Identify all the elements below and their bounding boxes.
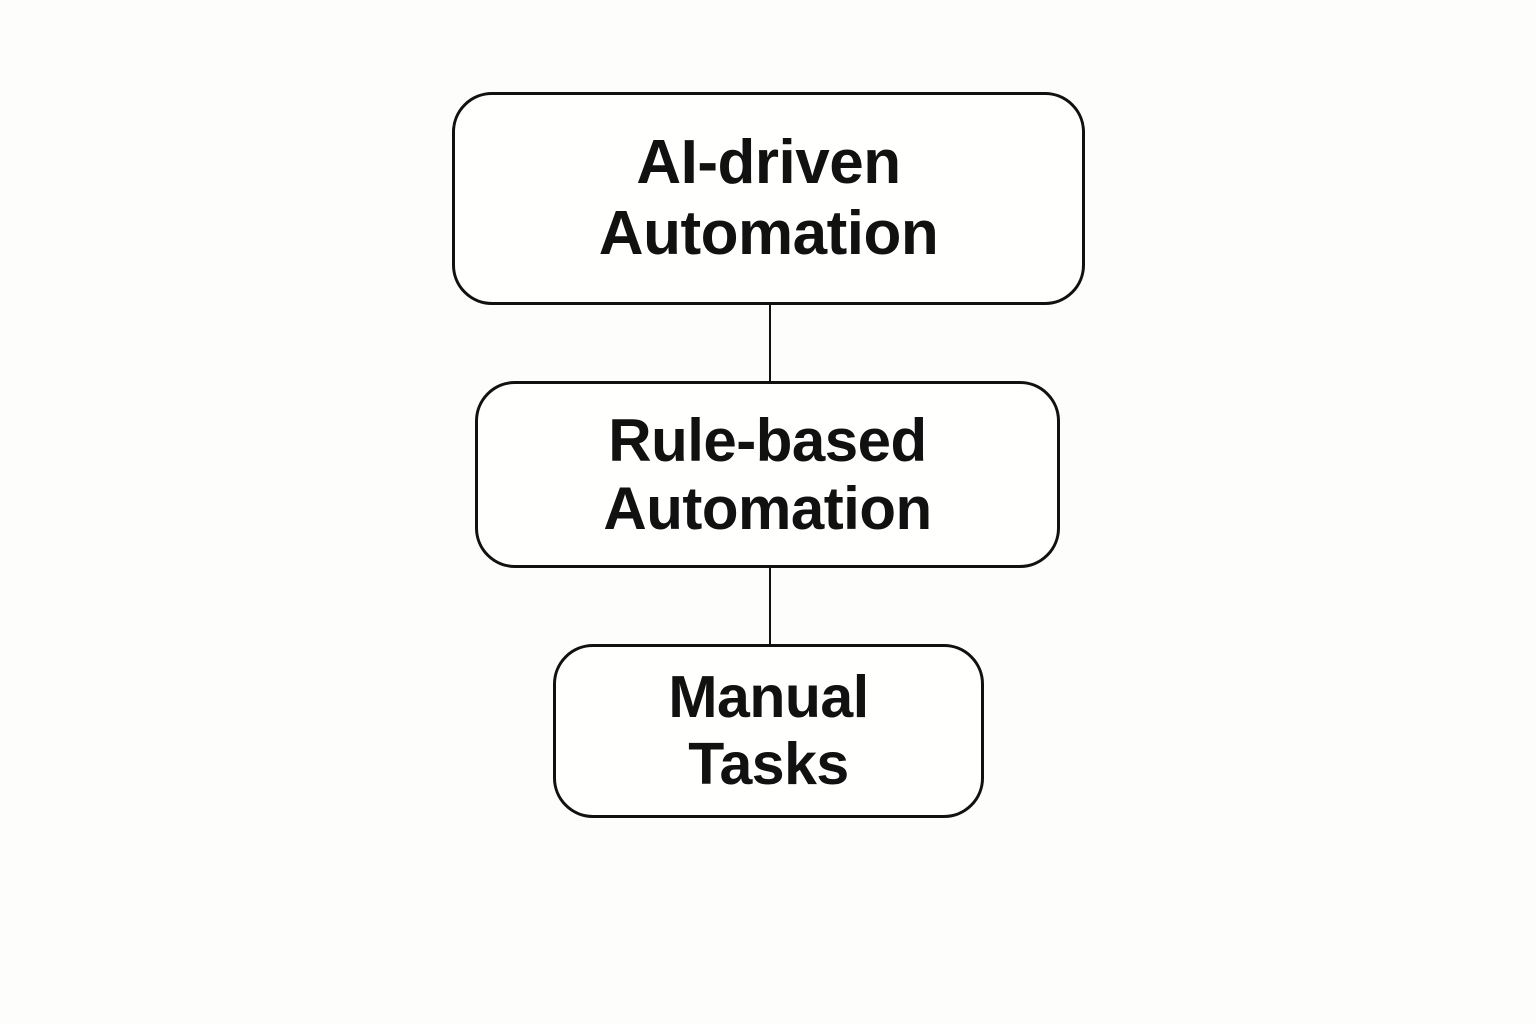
node-ai-driven-automation[interactable]: AI-driven Automation [452,92,1085,305]
node-label-rule-based-automation: Rule-based Automation [603,406,932,542]
node-label-manual-tasks: Manual Tasks [668,664,869,797]
node-label-ai-driven-automation: AI-driven Automation [598,128,939,268]
connector-ai-driven-to-rule-based [769,303,771,383]
connector-rule-based-to-manual-tasks [769,566,771,646]
node-rule-based-automation[interactable]: Rule-based Automation [475,381,1060,568]
node-manual-tasks[interactable]: Manual Tasks [553,644,984,818]
